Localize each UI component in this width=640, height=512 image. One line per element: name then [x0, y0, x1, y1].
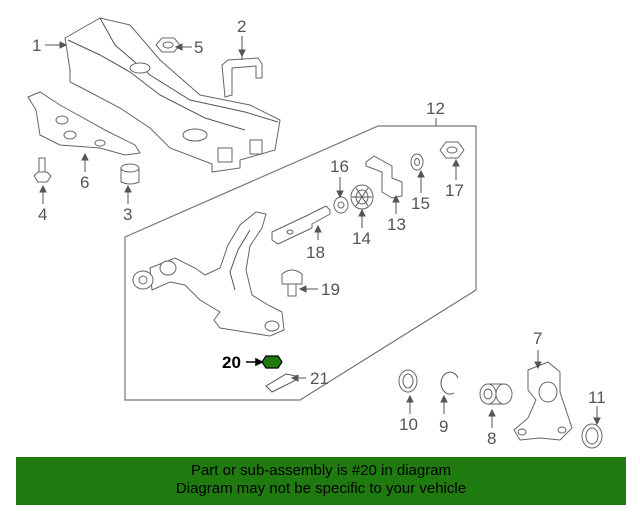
callout-1: 1 — [32, 36, 41, 55]
assembly-12-outline — [124, 125, 477, 401]
callout-17: 17 — [445, 181, 464, 200]
banner-line-2: Diagram may not be specific to your vehi… — [175, 480, 467, 497]
crossmember-part — [64, 17, 281, 173]
nut-part-17 — [439, 141, 465, 159]
parts-diagram: 1 2 3 4 5 6 7 8 9 10 11 12 13 14 15 16 1… — [27, 17, 606, 449]
bracket-part — [221, 52, 263, 98]
control-arm — [132, 211, 285, 337]
callout-19: 19 — [321, 280, 340, 299]
callout-4: 4 — [38, 205, 47, 224]
callout-18: 18 — [306, 243, 325, 262]
highlight-leader — [246, 357, 264, 367]
callout-5: 5 — [194, 38, 203, 57]
banner-line-1: Part or sub-assembly is #20 in diagram — [190, 462, 452, 479]
cotter-pin-part — [265, 373, 297, 393]
callout-3: 3 — [123, 205, 132, 224]
callout-15: 15 — [411, 194, 430, 213]
callout-20: 20 — [222, 353, 241, 372]
callout-14: 14 — [352, 229, 371, 248]
nut-part-5 — [155, 37, 181, 53]
highlighted-nut-part — [261, 355, 283, 369]
bushing-part-14 — [350, 184, 374, 210]
pin-part-18 — [271, 205, 331, 245]
ring-part-11 — [581, 423, 603, 449]
bearing-part — [479, 383, 513, 405]
callout-13: 13 — [387, 215, 406, 234]
knuckle-part — [513, 361, 573, 441]
bolt-part-4 — [33, 157, 52, 183]
leader-lines — [39, 36, 601, 428]
callout-2: 2 — [237, 17, 246, 36]
callout-8: 8 — [487, 429, 496, 448]
callout-7: 7 — [533, 329, 542, 348]
bushing-part-3 — [120, 163, 140, 185]
ball-joint-part — [281, 269, 303, 297]
washer-part-16 — [333, 196, 349, 214]
info-banner: Part or sub-assembly is #20 in diagram D… — [16, 457, 626, 505]
callout-11: 11 — [588, 388, 606, 407]
callout-10: 10 — [399, 415, 418, 434]
bracket-part-13 — [365, 155, 403, 199]
callout-9: 9 — [439, 417, 448, 436]
seal-part-10 — [398, 369, 418, 393]
snap-ring-part — [440, 371, 459, 395]
callout-6: 6 — [80, 173, 89, 192]
callout-21: 21 — [310, 369, 329, 388]
callout-16: 16 — [330, 157, 349, 176]
plate-part — [27, 91, 141, 156]
callout-12: 12 — [426, 99, 445, 118]
washer-part-15 — [410, 153, 424, 171]
